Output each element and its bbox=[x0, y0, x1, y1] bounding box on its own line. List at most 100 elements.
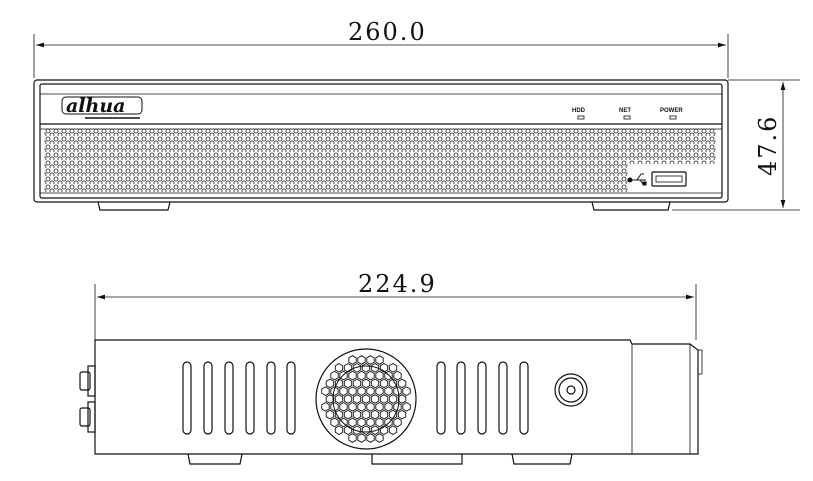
fan-hex-hole bbox=[357, 417, 366, 428]
fan-hex-hole bbox=[379, 378, 389, 389]
fan-hex-hole bbox=[321, 401, 330, 412]
usb-icon bbox=[627, 173, 647, 186]
ground-screw bbox=[554, 373, 588, 407]
fan-hex-hole bbox=[370, 425, 380, 436]
front-foot-right bbox=[591, 201, 671, 211]
fan-hex-hole bbox=[352, 409, 362, 420]
fan-hex-hole bbox=[339, 370, 348, 381]
fan-hex-hole bbox=[352, 362, 362, 373]
fan-hex-hole bbox=[352, 394, 362, 404]
side-view: 224.9 bbox=[79, 270, 703, 465]
fan-hex-hole bbox=[370, 394, 380, 404]
fan-hex-hole bbox=[330, 417, 339, 428]
fan-hex-hole bbox=[334, 409, 344, 420]
fan-hex-hole bbox=[348, 401, 357, 412]
fan-hex-hole bbox=[357, 401, 366, 412]
width-dimension: 260.0 bbox=[33, 18, 729, 78]
fan-hex-hole bbox=[361, 394, 371, 404]
fan-hex-hole bbox=[388, 425, 398, 436]
usb-port bbox=[651, 171, 687, 187]
height-dimension: 47.6 bbox=[672, 79, 800, 211]
fan-hex-hole bbox=[379, 409, 389, 420]
side-foot-center bbox=[371, 454, 463, 465]
fan-hex-hole bbox=[393, 386, 402, 397]
fan-hex-hole bbox=[397, 378, 407, 389]
power-led bbox=[669, 115, 677, 120]
fan-hex-hole bbox=[357, 355, 366, 365]
fan-hex-hole bbox=[339, 417, 348, 428]
fan-hex-hole bbox=[348, 386, 357, 397]
front-panel bbox=[39, 83, 723, 199]
hdd-led bbox=[577, 115, 585, 120]
fan-hex-hole bbox=[375, 401, 384, 412]
front-view: 260.0 47.6 alhua HDD NET POWER bbox=[33, 18, 800, 211]
fan-hex-hole bbox=[330, 370, 339, 381]
fan-hex-hole bbox=[402, 401, 411, 412]
fan-hex-hole bbox=[375, 417, 384, 428]
fan-hex-hole bbox=[379, 394, 389, 404]
fan-hex-hole bbox=[366, 433, 375, 443]
fan-hex-hole bbox=[393, 417, 402, 428]
fan-hex-hole bbox=[366, 386, 375, 397]
fan-hex-hole bbox=[343, 378, 353, 389]
fan-hex-hole bbox=[366, 401, 375, 412]
net-led bbox=[623, 115, 631, 120]
fan-hex-hole bbox=[379, 425, 389, 436]
led-label-net: NET bbox=[619, 108, 631, 114]
fan-hex-hole bbox=[334, 394, 344, 404]
fan-grille bbox=[315, 348, 417, 450]
fan-hex-hole bbox=[397, 409, 407, 420]
led-label-power: POWER bbox=[660, 108, 683, 114]
fan-hex-hole bbox=[343, 362, 353, 373]
fan-hex-hole bbox=[370, 409, 380, 420]
fan-hex-hole bbox=[370, 378, 380, 389]
fan-hex-hole bbox=[366, 417, 375, 428]
fan-hex-hole bbox=[361, 409, 371, 420]
dahua-logo: alhua bbox=[61, 95, 143, 119]
fan-hex-hole bbox=[330, 401, 339, 412]
length-dimension-label: 224.9 bbox=[358, 270, 437, 298]
side-vent-slots-left bbox=[182, 361, 296, 435]
fan-hex-hole bbox=[366, 370, 375, 381]
rear-connectors bbox=[79, 365, 96, 433]
fan-hex-hole bbox=[339, 401, 348, 412]
height-dimension-label: 47.6 bbox=[754, 115, 782, 176]
fan-hex-hole bbox=[334, 362, 344, 373]
side-vent-slots-right bbox=[436, 361, 529, 435]
fan-hex-hole bbox=[397, 394, 407, 404]
fan-hex-hole bbox=[348, 355, 357, 365]
fan-hex-hole bbox=[357, 433, 366, 443]
fan-hex-hole bbox=[361, 362, 371, 373]
fan-hex-hole bbox=[384, 370, 393, 381]
fan-hex-hole bbox=[393, 401, 402, 412]
length-dimension: 224.9 bbox=[94, 270, 697, 340]
fan-hex-hole bbox=[339, 386, 348, 397]
fan-hex-hole bbox=[334, 425, 344, 436]
side-foot-left bbox=[187, 453, 243, 465]
fan-hex-hole bbox=[357, 370, 366, 381]
front-foot-left bbox=[97, 201, 171, 211]
fan-hex-hole bbox=[384, 386, 393, 397]
fan-hex-hole bbox=[348, 417, 357, 428]
fan-hex-hole bbox=[330, 386, 339, 397]
logo-text: alhua bbox=[66, 95, 125, 117]
side-foot-right bbox=[511, 453, 573, 465]
fan-hex-hole bbox=[352, 425, 362, 436]
fan-hex-hole bbox=[321, 386, 330, 397]
front-chassis bbox=[33, 79, 729, 203]
fan-hex-hole bbox=[375, 370, 384, 381]
fan-hex-hole bbox=[334, 378, 344, 389]
fan-hex-hole bbox=[375, 433, 384, 443]
fan-hex-hole bbox=[388, 362, 398, 373]
fan-hex-hole bbox=[325, 409, 335, 420]
fan-hex-hole bbox=[352, 378, 362, 389]
fan-hex-hole bbox=[379, 362, 389, 373]
fan-hex-hole bbox=[393, 370, 402, 381]
fan-hex-hole bbox=[375, 386, 384, 397]
fan-hex-hole bbox=[375, 355, 384, 365]
fan-hex-hole bbox=[343, 394, 353, 404]
fan-hex-hole bbox=[361, 425, 371, 436]
fan-hex-hole bbox=[388, 409, 398, 420]
fan-hex-hole bbox=[388, 378, 398, 389]
